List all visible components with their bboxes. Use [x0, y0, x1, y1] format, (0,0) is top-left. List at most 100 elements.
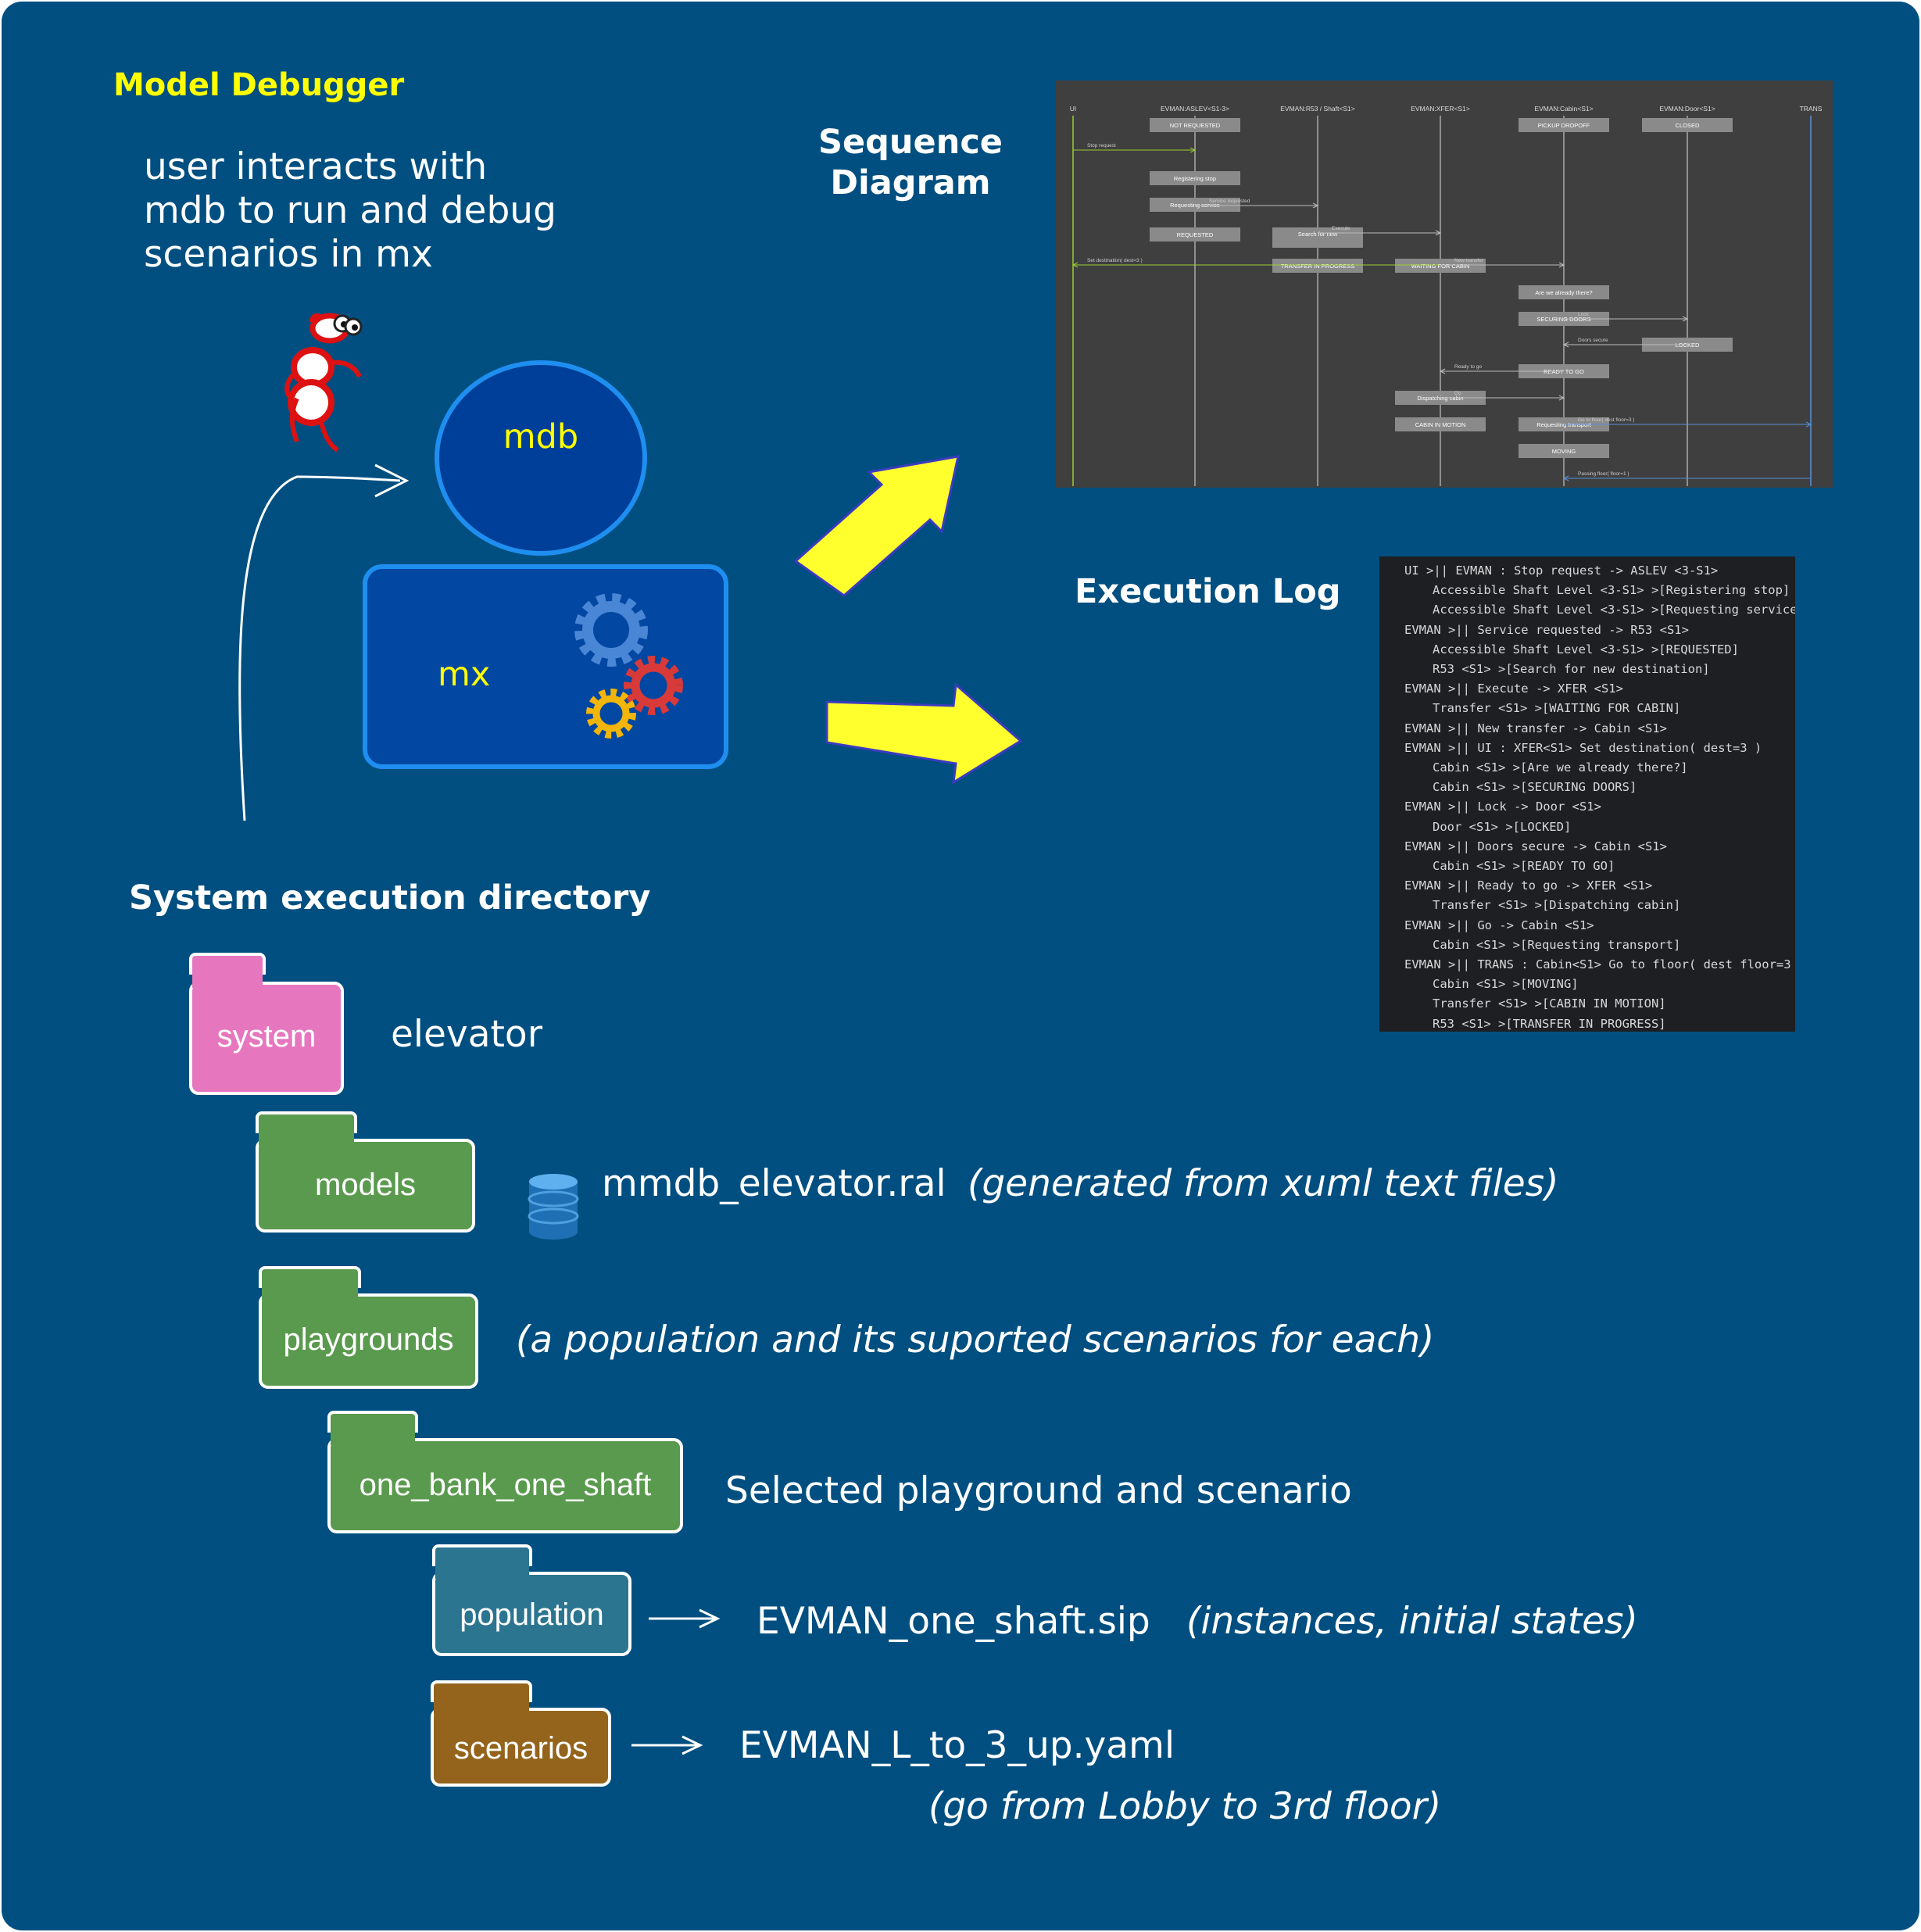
mx-label: mx — [438, 655, 491, 694]
state-label: LOCKED — [1676, 342, 1700, 349]
population-file: EVMAN_one_shaft.sip — [757, 1600, 1150, 1643]
models-note: (generated from xuml text files) — [968, 1162, 1559, 1205]
folder-system-icon — [189, 953, 344, 1095]
description-line: scenarios in mx — [144, 233, 433, 276]
gear-red-icon — [624, 656, 683, 715]
folder-population-label: population — [460, 1597, 604, 1632]
state-box — [1150, 171, 1240, 185]
state-box — [1272, 259, 1363, 273]
header-description: user interacts with mdb to run and debug… — [144, 145, 556, 277]
log-line: Accessible Shaft Level <3-S1> >[REQUESTE… — [1433, 642, 1739, 657]
description-line: mdb to run and debug — [144, 189, 556, 232]
lifeline-label: EVMAN:Door<S1> — [1659, 105, 1715, 113]
message-label: Stop request — [1087, 143, 1116, 148]
message-arrowhead — [1562, 475, 1569, 481]
message-label: Passing floor( floor=1 ) — [1578, 471, 1629, 477]
log-line: EVMAN >|| Doors secure -> Cabin <S1> — [1404, 839, 1667, 853]
sequence-diagram-title: Sequence Diagram — [789, 122, 1032, 203]
log-line: Cabin <S1> >[SECURING DOORS] — [1433, 780, 1637, 795]
state-box — [1395, 417, 1486, 431]
page-title: Model Debugger — [113, 67, 405, 103]
log-line: R53 <S1> >[TRANSFER IN PROGRESS] — [1433, 1016, 1666, 1031]
folder-playgrounds-icon — [259, 1266, 478, 1389]
message-label: Go to floor( dest floor=3 ) — [1578, 417, 1634, 423]
scenarios-note: (go from Lobby to 3rd floor) — [928, 1785, 1442, 1828]
mdb-circle — [435, 360, 647, 556]
playgrounds-note: (a population and its suported scenarios… — [516, 1318, 1435, 1361]
log-line: Accessible Shaft Level <3-S1> >[Register… — [1433, 583, 1790, 598]
log-line: Cabin <S1> >[MOVING] — [1433, 977, 1579, 992]
mdb-label: mdb — [503, 417, 579, 456]
gear-yellow-icon — [586, 689, 636, 739]
curved-arrow-head — [374, 463, 410, 498]
log-line: Door <S1> >[LOCKED] — [1433, 819, 1572, 834]
state-box — [1150, 198, 1240, 212]
message-arrowhead — [1071, 262, 1079, 268]
state-label: TRANSFER IN PROGRESS — [1281, 263, 1355, 270]
log-line: UI >|| EVMAN : Stop request -> ASLEV <3-… — [1404, 564, 1719, 578]
state-box — [1519, 444, 1609, 458]
log-line: R53 <S1> >[Search for new destination] — [1433, 662, 1710, 677]
execution-log-panel: UI >|| EVMAN : Stop request -> ASLEV <3-… — [1379, 556, 1795, 1032]
log-line: Transfer <S1> >[WAITING FOR CABIN] — [1433, 701, 1681, 716]
state-box — [1642, 118, 1733, 132]
state-label: Registering stop — [1174, 175, 1216, 182]
message-label: Set destination( dest=3 ) — [1087, 258, 1143, 263]
scenarios-file: EVMAN_L_to_3_up.yaml — [739, 1724, 1175, 1767]
log-line: Cabin <S1> >[Are we already there?] — [1433, 760, 1688, 775]
log-line: Cabin <S1> >[Requesting transport] — [1433, 937, 1681, 952]
state-label: Are we already there? — [1535, 289, 1592, 296]
lifeline-label: EVMAN:Cabin<S1> — [1534, 105, 1593, 113]
message-arrowhead — [1682, 316, 1689, 322]
state-label: CABIN IN MOTION — [1415, 421, 1466, 428]
arrow-right — [825, 682, 1023, 785]
curved-arrow — [238, 475, 401, 821]
message-label: Doors secure — [1578, 338, 1608, 343]
state-box — [1519, 118, 1609, 132]
state-label: WAITING FOR CABIN — [1411, 263, 1470, 270]
ant-icon — [284, 313, 363, 453]
arrow-up-right — [793, 455, 960, 597]
log-line: EVMAN >|| Execute -> XFER <S1> — [1404, 682, 1623, 696]
database-icon — [528, 1174, 579, 1240]
state-label: CLOSED — [1676, 122, 1700, 129]
folder-models-label: models — [315, 1168, 416, 1202]
sequence-title-line: Sequence — [818, 123, 1003, 162]
message-arrowhead — [1189, 147, 1197, 153]
message-label: Ready to go — [1454, 364, 1482, 370]
state-box — [1150, 227, 1240, 242]
log-line: EVMAN >|| TRANS : Cabin<S1> Go to floor(… — [1404, 957, 1795, 972]
message-arrowhead — [1435, 230, 1442, 236]
folder-playground-icon — [327, 1411, 683, 1533]
state-label: NOT REQUESTED — [1170, 122, 1221, 129]
folder-playground-label: one_bank_one_shaft — [359, 1468, 652, 1502]
folder-models-icon — [256, 1111, 475, 1233]
message-arrowhead — [1562, 342, 1569, 348]
state-box — [1150, 118, 1240, 132]
population-note: (instances, initial states) — [1186, 1600, 1638, 1643]
state-box — [1395, 259, 1486, 273]
message-label: Go — [1454, 391, 1461, 396]
message-arrowhead — [1439, 368, 1446, 374]
lifeline-label: EVMAN:ASLEV<S1-3> — [1161, 105, 1229, 113]
directory-title: System execution directory — [129, 878, 651, 918]
execution-log-lines: UI >|| EVMAN : Stop request -> ASLEV <3-… — [1379, 556, 1795, 1032]
lifeline-label: TRANS — [1800, 105, 1823, 113]
folder-population-icon — [432, 1544, 631, 1656]
log-line: EVMAN >|| Go -> Cabin <S1> — [1404, 918, 1594, 932]
message-label: New transfer — [1454, 258, 1484, 263]
log-line: Cabin <S1> >[READY TO GO] — [1433, 859, 1615, 874]
sequence-title-line: Diagram — [830, 163, 991, 202]
state-label: READY TO GO — [1544, 368, 1584, 375]
message-label: Service requested — [1209, 199, 1250, 204]
execution-log-title: Execution Log — [1075, 572, 1341, 611]
state-box — [1519, 285, 1609, 299]
state-label: PICKUP DROPOFF — [1538, 122, 1590, 129]
lifeline-label: UI — [1070, 105, 1077, 113]
state-box — [1272, 227, 1363, 248]
folder-system-label: system — [216, 1019, 317, 1054]
mx-box — [363, 564, 728, 769]
